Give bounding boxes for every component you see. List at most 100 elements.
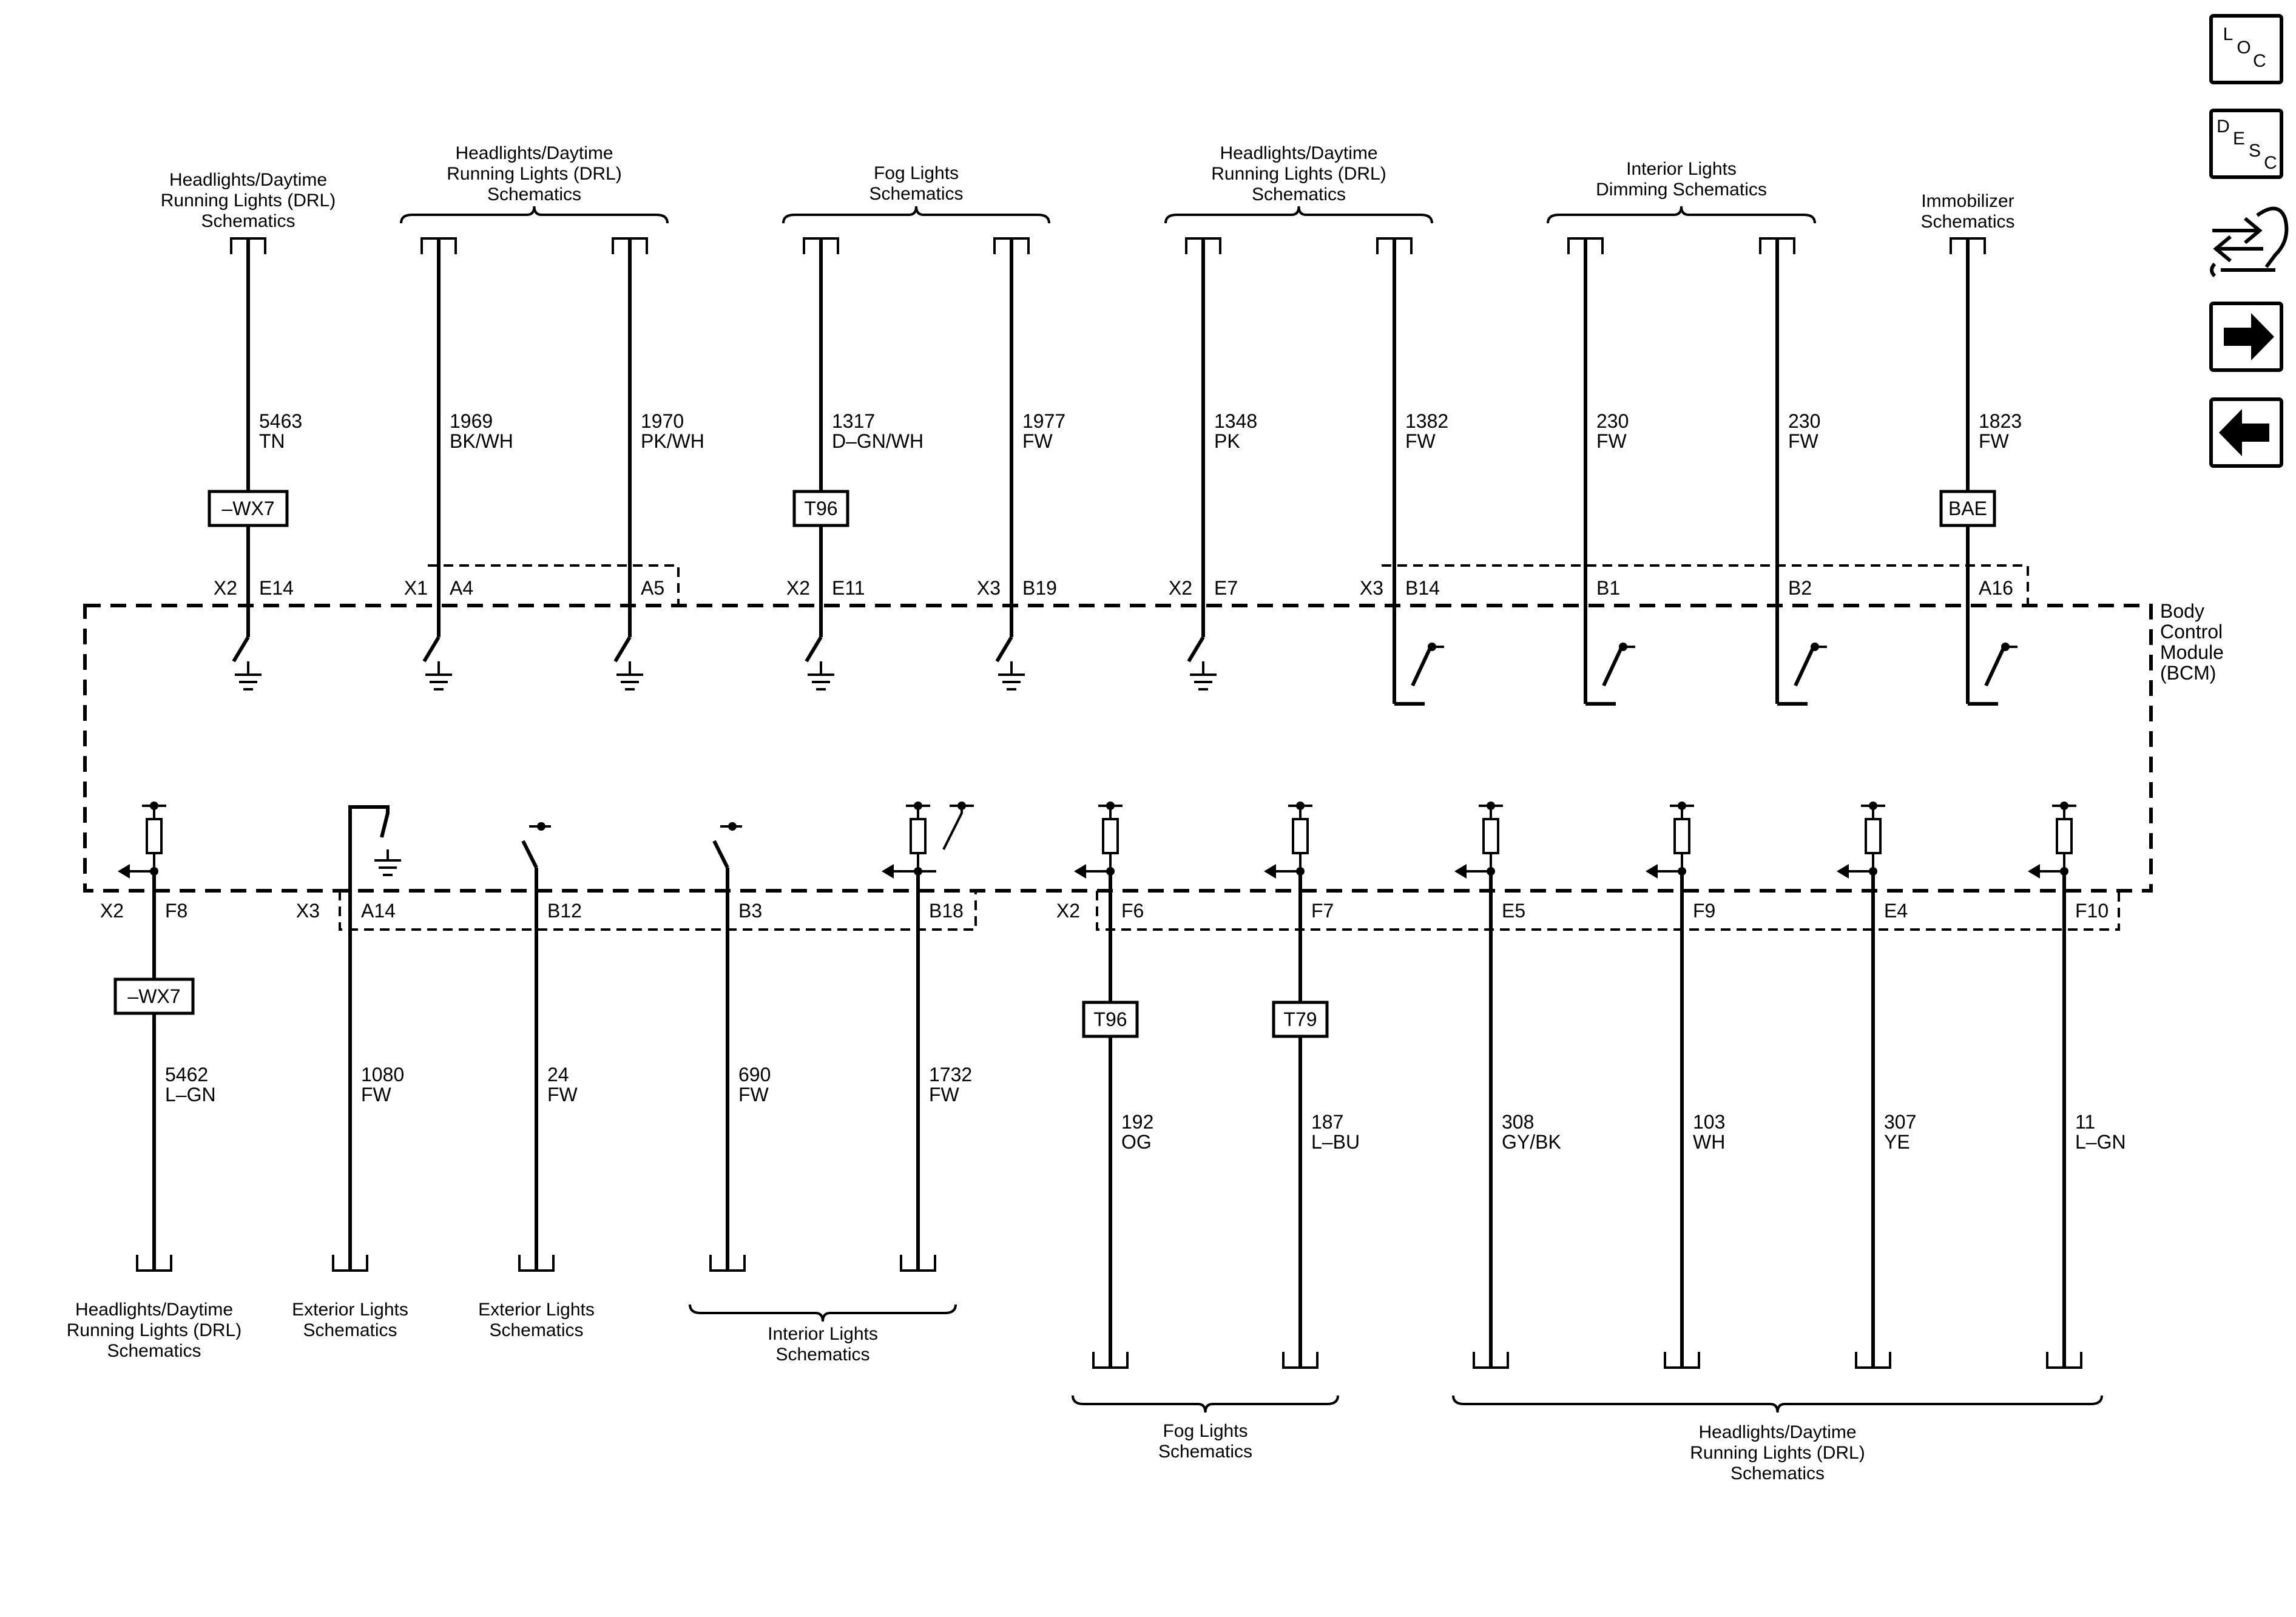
connector-id: X2	[214, 577, 237, 599]
top-group-label: Interior Lights	[1626, 159, 1737, 179]
wire-color: FW	[1405, 430, 1436, 452]
connector-pin: A4	[450, 577, 473, 599]
switch-contact	[1794, 648, 1814, 687]
bottom-group-label: Exterior Lights	[292, 1300, 408, 1320]
circuit-number: 1732	[929, 1064, 972, 1085]
wire-color: FW	[361, 1084, 392, 1106]
wire-color: FW	[738, 1084, 769, 1106]
switch-contact	[232, 636, 250, 663]
connector-pin: B3	[738, 900, 762, 922]
top-group-label: Immobilizer	[1921, 191, 2014, 211]
resistor	[146, 818, 163, 854]
resistor	[910, 818, 927, 854]
option-code: –WX7	[221, 498, 274, 519]
wire-color: WH	[1693, 1131, 1725, 1153]
switch-contact	[1602, 648, 1622, 687]
next-button[interactable]	[2209, 302, 2283, 372]
circuit-number: 5463	[259, 410, 302, 432]
top-group-label: Running Lights (DRL)	[161, 191, 336, 211]
top-group-label: Fog Lights	[874, 163, 959, 183]
supply-bar	[2052, 805, 2076, 819]
connector-id: X2	[786, 577, 810, 599]
top-group-brace	[1164, 206, 1433, 224]
wire-color: D–GN/WH	[832, 430, 923, 452]
connector-pin: F6	[1121, 900, 1144, 922]
bottom-group-brace	[1072, 1395, 1339, 1413]
top-connector-terminal	[993, 237, 1030, 254]
connector-outline	[2256, 206, 2289, 268]
top-connector-terminal-shape	[1376, 237, 1413, 254]
bottom-connector-terminal	[2046, 1352, 2082, 1369]
resistor	[1292, 818, 1309, 854]
circuit-number: 690	[738, 1064, 771, 1085]
wire-color: FW	[1596, 430, 1627, 452]
circuit-number: 230	[1596, 410, 1629, 432]
signal-arrow-icon	[1837, 864, 1849, 879]
wire-color: L–BU	[1311, 1131, 1360, 1153]
bottom-connector-terminal	[136, 1255, 172, 1272]
connector-id: X2	[100, 900, 124, 922]
connector-pin: B1	[1596, 577, 1620, 599]
top-connector-terminal-shape	[1759, 237, 1795, 254]
bottom-group-label: Fog Lights	[1163, 1421, 1248, 1441]
circuit-number: 307	[1884, 1111, 1916, 1133]
connector-id: X3	[1360, 577, 1383, 599]
loc-letter: O	[2237, 38, 2250, 58]
top-connector-terminal-shape	[612, 237, 648, 254]
bottom-group-label: Schematics	[489, 1320, 583, 1340]
top-group-brace	[782, 206, 1050, 224]
resistor	[1482, 818, 1499, 854]
connector-pin: F8	[165, 900, 187, 922]
signal-arrow-icon	[2028, 864, 2040, 879]
circuit-number: 1317	[832, 410, 875, 432]
resistor	[1102, 818, 1119, 854]
bottom-group-label: Schematics	[1730, 1463, 1825, 1484]
option-code: T96	[804, 498, 837, 519]
wire-color: OG	[1121, 1131, 1152, 1153]
top-group-label: Dimming Schematics	[1596, 180, 1767, 200]
top-group-label: Headlights/Daytime	[1220, 143, 1377, 163]
connector-pin: E14	[259, 577, 294, 599]
bottom-group-label: Running Lights (DRL)	[67, 1320, 241, 1340]
circuit-number: 1080	[361, 1064, 404, 1085]
circuit-number: 103	[1693, 1111, 1725, 1133]
loc-button-frame	[2209, 14, 2283, 84]
ground-icon	[235, 661, 262, 690]
connector-id: X2	[1056, 900, 1080, 922]
top-group-label: Running Lights (DRL)	[1211, 164, 1386, 184]
bottom-connector-terminal	[1664, 1352, 1700, 1369]
wire-color: L–GN	[165, 1084, 216, 1106]
loc-button[interactable]: LOC	[2209, 14, 2283, 84]
bottom-group-label: Schematics	[303, 1320, 397, 1340]
connector-pin: E4	[1884, 900, 1908, 922]
connector-pin: A14	[361, 900, 396, 922]
bottom-connector-terminal	[1092, 1352, 1129, 1369]
bottom-connector-terminal-shape	[1664, 1352, 1700, 1369]
double-arrow-lower	[2213, 235, 2263, 263]
top-connector-terminal	[1567, 237, 1604, 254]
option-code: T79	[1283, 1008, 1317, 1030]
supply-bar	[1098, 805, 1123, 819]
circuit-number: 1970	[641, 410, 684, 432]
bottom-connector-terminal	[900, 1255, 936, 1272]
connector-wrench-icon[interactable]	[2210, 206, 2289, 278]
wire-color: FW	[929, 1084, 960, 1106]
bottom-group-brace	[1452, 1395, 2103, 1413]
bottom-connector-terminal-shape	[332, 1255, 368, 1272]
wire-color: FW	[1022, 430, 1053, 452]
previous-button[interactable]	[2209, 397, 2283, 468]
double-arrow-upper	[2212, 217, 2263, 245]
